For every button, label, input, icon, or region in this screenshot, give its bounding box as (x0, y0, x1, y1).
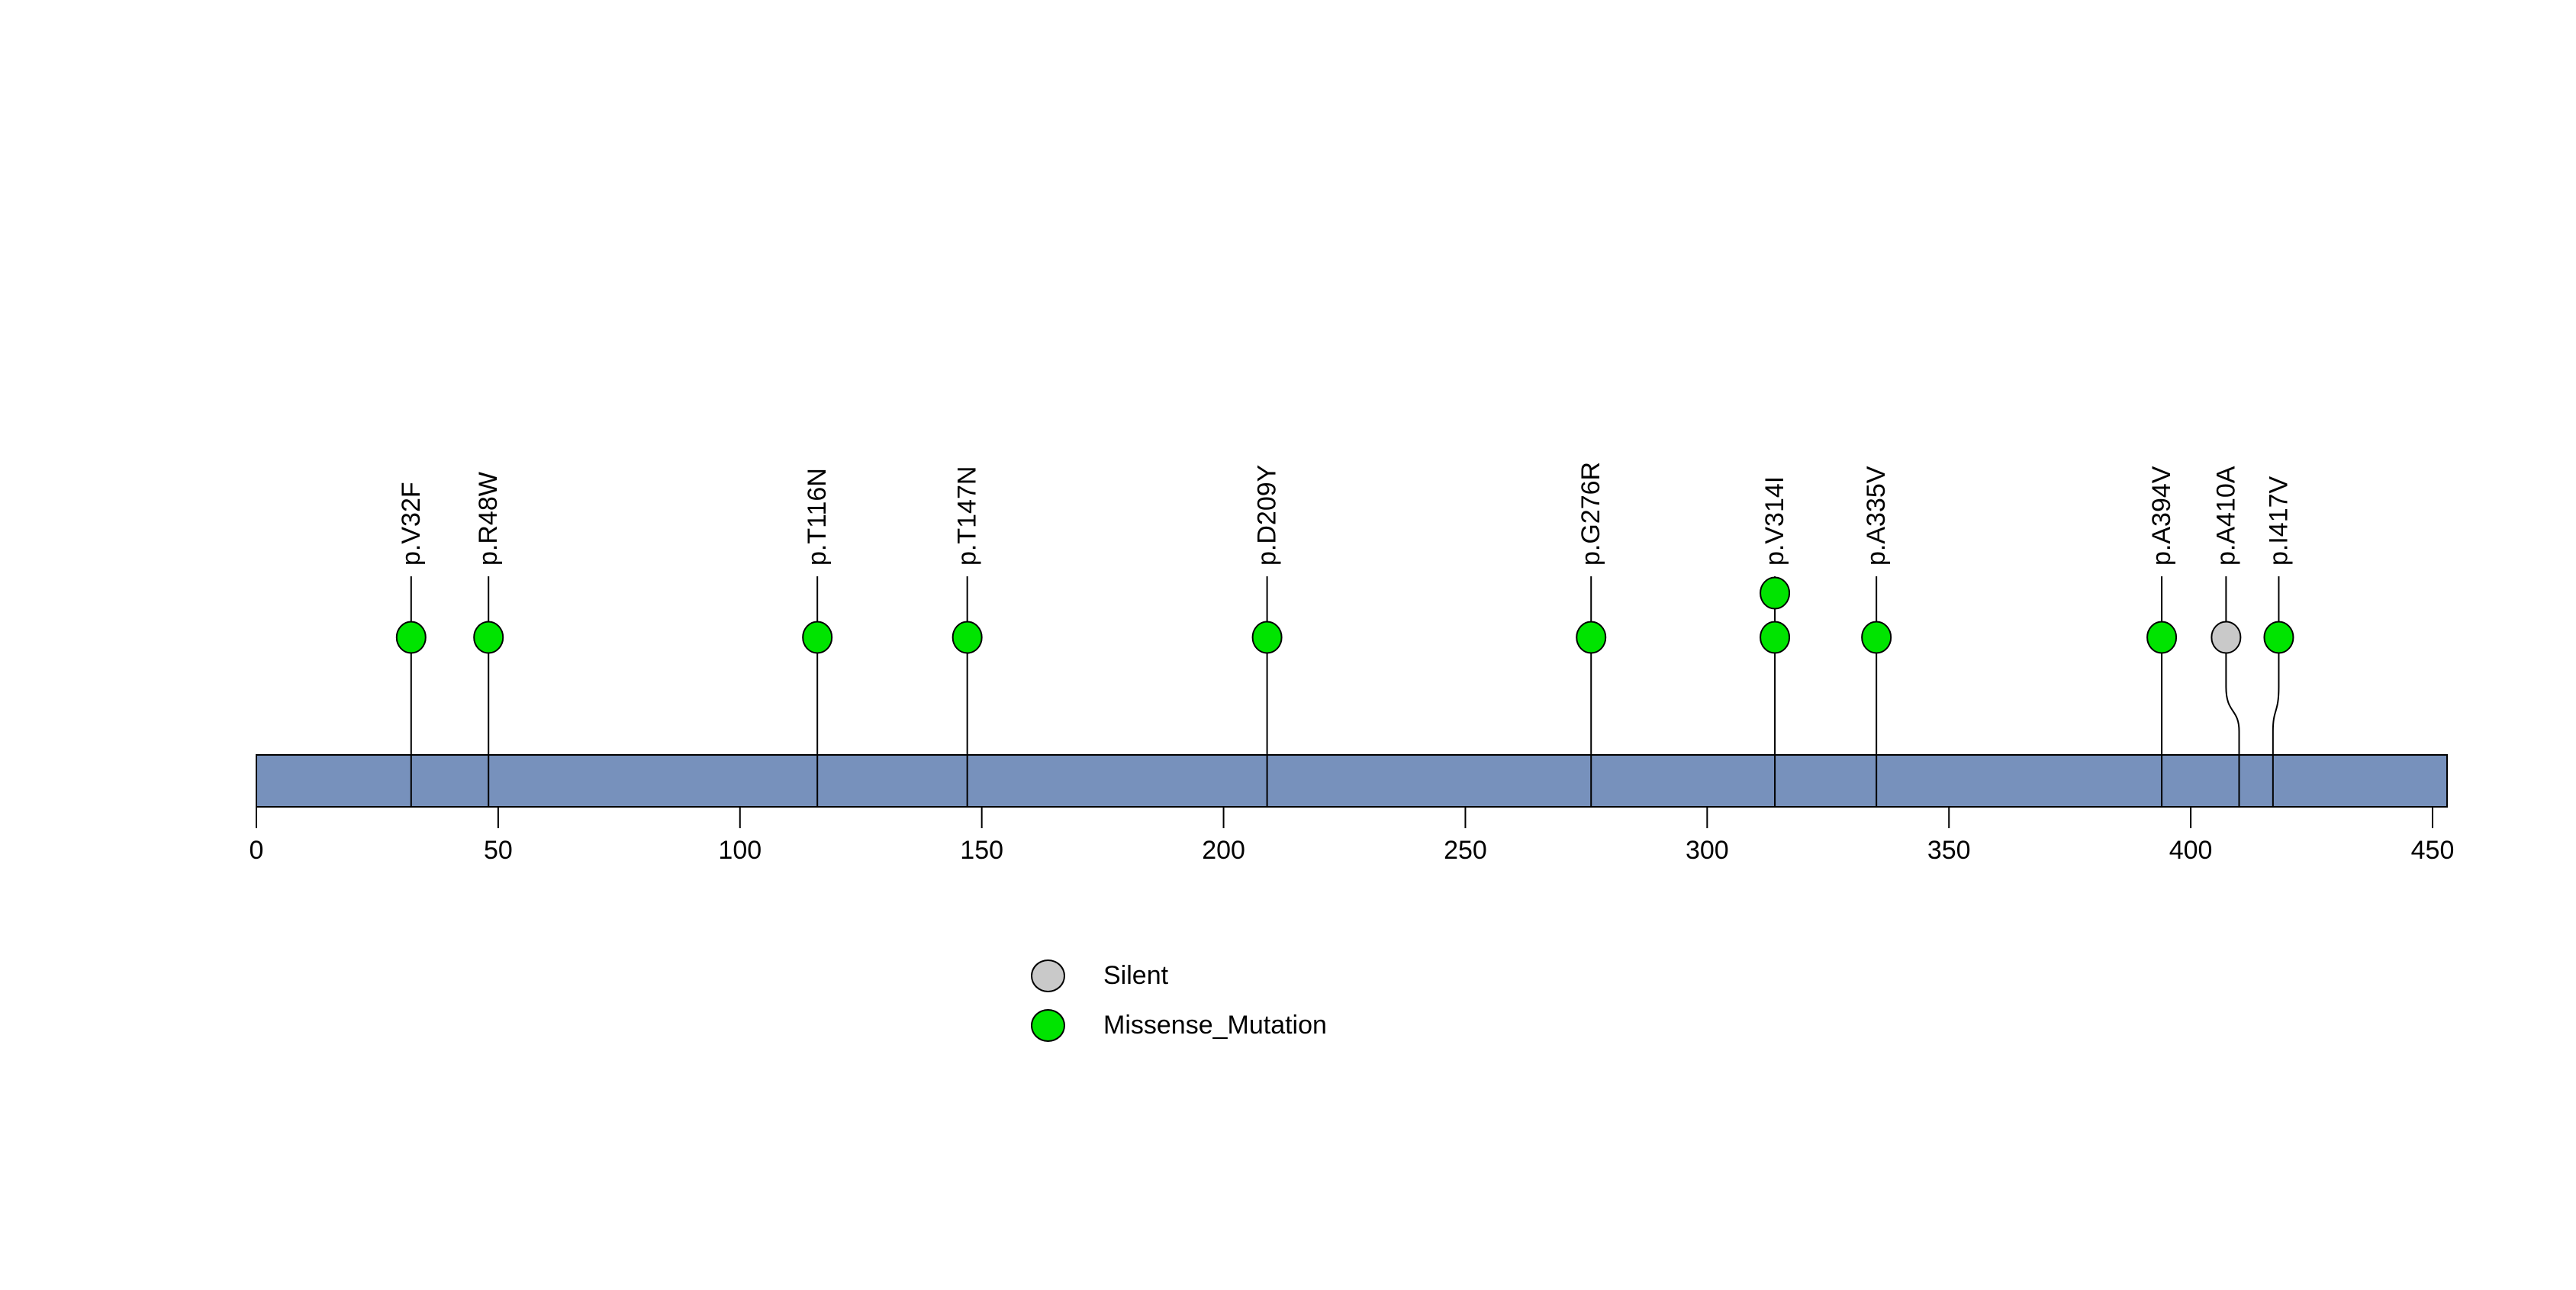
axis-tick-label: 450 (2411, 836, 2455, 865)
lollipop-circle (1251, 621, 1283, 654)
mutation-label: p.A335V (1862, 466, 1891, 566)
mutation-label: p.G276R (1576, 462, 1605, 566)
mutation-label: p.D209Y (1253, 465, 1282, 566)
axis-tick-label: 100 (718, 836, 762, 865)
lollipop-circle (473, 621, 504, 654)
legend-item-silent: Silent (1031, 959, 1327, 992)
axis-tick-label: 50 (484, 836, 513, 865)
axis-tick-label: 0 (250, 836, 264, 865)
lollipop-stem (2272, 576, 2280, 807)
mutation-label: p.A394V (2147, 466, 2176, 566)
legend-item-missense: Missense_Mutation (1031, 1009, 1327, 1042)
lollipop-circle (1861, 621, 1892, 654)
lollipop-circle (2211, 621, 2242, 654)
lollipop-circle (2146, 621, 2178, 654)
axis-tick-label: 350 (1927, 836, 1971, 865)
axis-tick-label: 400 (2169, 836, 2213, 865)
lollipop-circle (1576, 621, 1607, 654)
missense-marker-icon (1031, 1009, 1065, 1042)
lollipop-circle (802, 621, 833, 654)
lollipop-circle (395, 621, 427, 654)
axis-tick-label: 250 (1444, 836, 1487, 865)
mutation-label: p.I417V (2264, 476, 2293, 566)
legend-label: Silent (1103, 961, 1169, 990)
lollipop-circle (2263, 621, 2294, 654)
mutation-label: p.V32F (397, 482, 426, 566)
protein-backbone (256, 754, 2449, 808)
axis-tick-label: 150 (960, 836, 1003, 865)
mutation-label: p.T116N (803, 468, 832, 566)
silent-marker-icon (1031, 959, 1065, 992)
lollipop-circle (952, 621, 983, 654)
lollipop-circle (1760, 576, 1791, 610)
mutation-label: p.V314I (1760, 476, 1789, 566)
lollipop-circle (1760, 621, 1791, 654)
mutation-label: p.T147N (953, 466, 982, 566)
mutation-label: p.A410A (2211, 466, 2240, 566)
lollipop-stem (2225, 576, 2240, 807)
axis-tick-label: 200 (1202, 836, 1245, 865)
legend-label: Missense_Mutation (1103, 1011, 1327, 1040)
axis-tick-label: 300 (1686, 836, 1729, 865)
legend: Silent Missense_Mutation (1031, 959, 1327, 1059)
mutation-label: p.R48W (474, 472, 503, 566)
